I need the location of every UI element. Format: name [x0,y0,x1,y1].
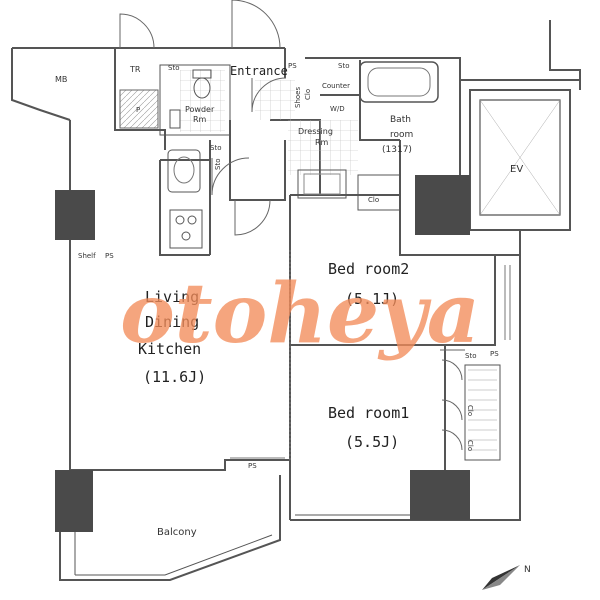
room-label-bed1-size: (5.5J) [345,433,399,451]
tag-shelf: Shelf [78,252,96,260]
room-label-shoes-2: Clo [304,89,312,100]
room-label-bath-3: (1317) [382,145,412,155]
room-label-shoes-1: Shoes [294,87,302,108]
closet-bedroom1 [464,364,501,461]
pipe-shaft [119,89,159,129]
tag-sto-1: Sto [168,64,179,72]
tag-sto-4: Sto [214,159,222,170]
closet-bedroom2 [357,174,401,211]
tag-ps-4: PS [248,462,257,470]
washer-icon [297,169,347,199]
room-label-dining: Dining [145,313,199,331]
room-label-powder-1: Powder [185,105,215,114]
tag-labels: Sto Sto Sto Sto Sto PS PS PS PS Clo Clo … [78,62,499,470]
room-labels: MB TR Entrance Powder Rm Shoes Clo Count… [55,64,523,538]
compass-icon: N [482,565,531,590]
room-label-mb: MB [55,75,67,84]
tag-sto-2: Sto [338,62,349,70]
room-label-counter: Counter [322,82,350,90]
room-label-balcony: Balcony [157,527,197,538]
tag-clo-1: Clo [368,196,379,204]
watermark-text: otoheya [120,266,480,362]
room-label-entrance: Entrance [230,64,288,78]
room-label-powder-2: Rm [193,115,207,124]
tag-clo-2: Clo [466,405,474,416]
sink-icon [167,149,201,193]
tag-ps-2: PS [105,252,114,260]
room-label-bed1: Bed room1 [328,404,409,422]
room-label-living: Living [145,288,199,306]
room-label-ldk-size: (11.6J) [143,368,206,386]
tag-p: P [136,106,140,114]
room-label-kitchen: Kitchen [138,340,201,358]
room-label-bath-1: Bath [390,115,411,125]
room-label-bath-2: room [390,130,413,140]
washbasin-icon [169,109,181,129]
room-label-dressing-1: Dressing [298,127,333,136]
columns [55,175,470,532]
powder-tile [180,70,225,132]
room-label-bed2: Bed room2 [328,260,409,278]
tag-clo-3: Clo [466,440,474,451]
room-label-ev: EV [510,164,523,175]
room-label-wd: W/D [330,105,345,113]
tag-sto-5: Sto [465,352,476,360]
windows [230,250,511,460]
walls [11,20,581,581]
room-label-tr: TR [129,65,141,74]
dressing-tile [288,120,358,175]
toilet-icon [192,69,212,99]
entrance-tile [255,80,295,120]
room-label-bed2-size: (5.1J) [345,290,399,308]
room-label-dressing-2: Rm [315,138,329,147]
compass-label: N [524,565,531,575]
tag-ps-1: PS [288,62,297,70]
stove-icon [169,209,203,249]
tag-sto-3: Sto [210,144,221,152]
bathtub-icon [359,61,439,103]
tag-ps-3: PS [490,350,499,358]
